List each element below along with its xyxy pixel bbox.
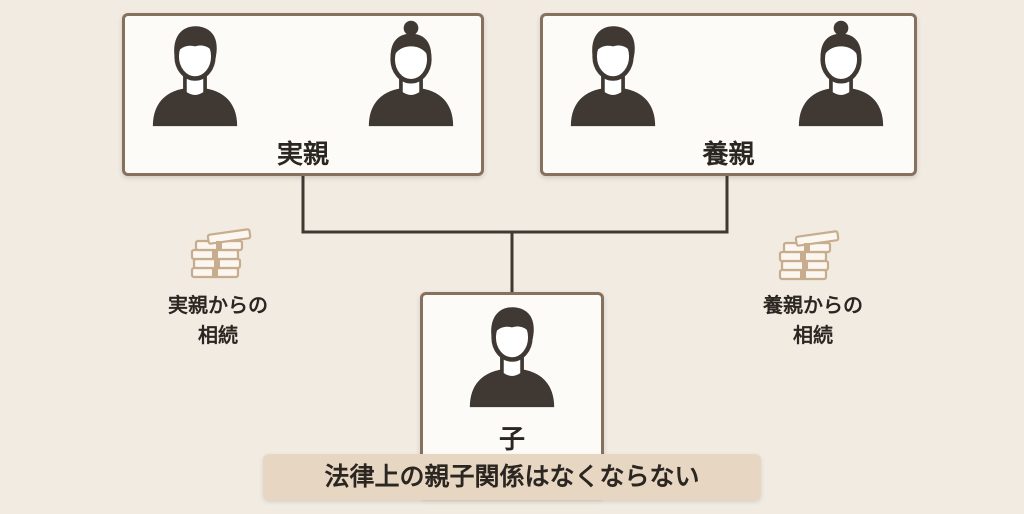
inheritance-from-biological-line2: 相続 xyxy=(198,323,238,347)
man-icon xyxy=(570,26,656,127)
adoptive-parents-label: 養親 xyxy=(702,140,755,170)
money-stack-icon xyxy=(190,228,252,279)
man-icon xyxy=(152,26,238,127)
man-icon xyxy=(469,307,555,408)
adoptive-parents-box: 養親 xyxy=(540,13,917,176)
child-label: 子 xyxy=(498,425,525,455)
biological-parents-label: 実親 xyxy=(276,140,329,170)
inheritance-from-adoptive-label: 養親からの 相続 xyxy=(733,290,893,350)
money-right xyxy=(776,230,842,284)
parents-connector xyxy=(301,176,729,234)
inheritance-from-biological-line1: 実親からの xyxy=(168,293,268,317)
money-stack-icon xyxy=(778,230,840,281)
inheritance-from-adoptive-line1: 養親からの xyxy=(763,293,863,317)
inheritance-from-adoptive-line2: 相続 xyxy=(793,323,833,347)
woman-icon xyxy=(798,20,884,127)
father-figure xyxy=(149,18,241,128)
mother-figure xyxy=(365,18,457,128)
money-left xyxy=(188,228,254,282)
woman-icon xyxy=(368,20,454,127)
child-figure xyxy=(466,299,558,409)
adoptive-father-figure xyxy=(567,18,659,128)
caption-banner: 法律上の親子関係はなくならない xyxy=(263,454,761,500)
inheritance-from-biological-label: 実親からの 相続 xyxy=(138,290,298,350)
adoptive-mother-figure xyxy=(795,18,887,128)
biological-parents-box: 実親 xyxy=(122,13,484,176)
